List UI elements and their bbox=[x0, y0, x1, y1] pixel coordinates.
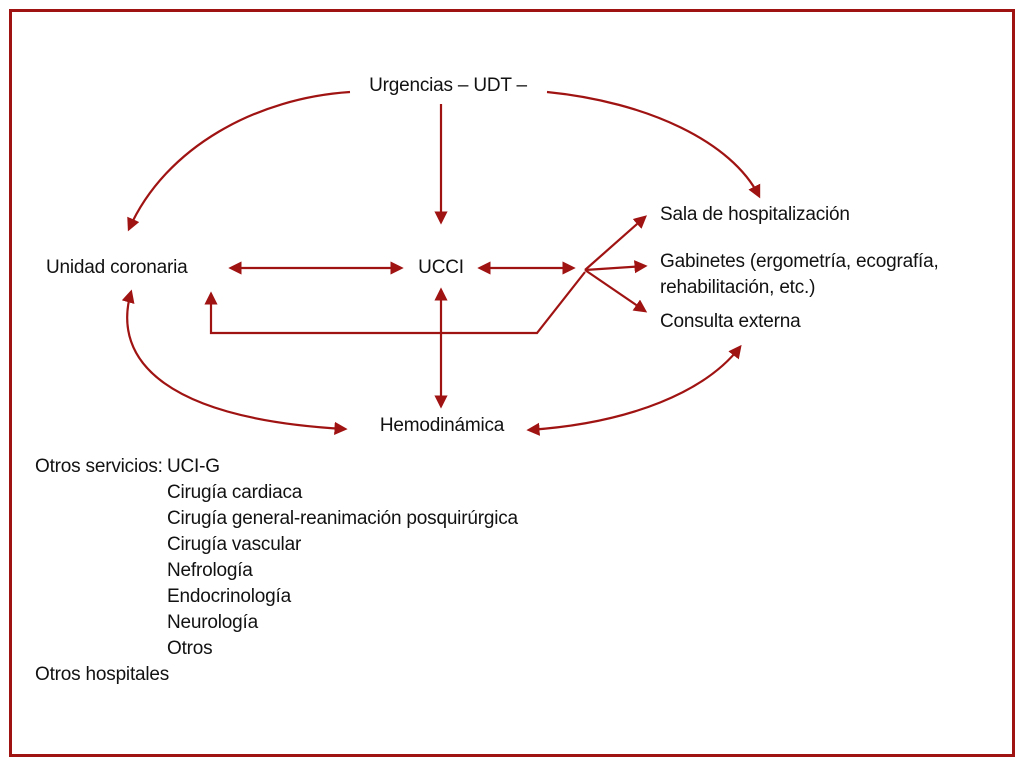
arrow-unidad-coronaria-hemodinamica-curve bbox=[121, 289, 348, 435]
arrow-hemodinamica-consulta-curve bbox=[526, 344, 742, 436]
service-item: Otros bbox=[167, 638, 213, 659]
service-item: Nefrología bbox=[167, 560, 253, 581]
service-item: Cirugía cardiaca bbox=[167, 482, 303, 503]
node-gabinetes-line1: Gabinetes (ergometría, ecografía, bbox=[660, 251, 939, 272]
arrow-urgencias-to-sala bbox=[546, 90, 761, 199]
arrow-junction-to-unidad-coronaria-elbow bbox=[204, 271, 586, 335]
service-item: Endocrinología bbox=[167, 586, 291, 607]
node-gabinetes: Gabinetes (ergometría, ecografía, rehabi… bbox=[660, 249, 939, 301]
node-hemodinamica: Hemodinámica bbox=[379, 415, 505, 436]
service-item: UCI-G bbox=[167, 456, 220, 477]
other-services-heading: Otros servicios: bbox=[35, 456, 163, 477]
other-services-list: Otros servicios:UCI-G Cirugía cardiaca C… bbox=[35, 454, 518, 688]
service-item: Cirugía general-reanimación posquirúrgic… bbox=[167, 508, 518, 529]
node-consulta-externa: Consulta externa bbox=[660, 311, 801, 332]
service-item: Cirugía vascular bbox=[167, 534, 302, 555]
node-unidad-coronaria: Unidad coronaria bbox=[46, 257, 188, 278]
node-ucci: UCCI bbox=[418, 257, 464, 278]
arrow-junction-to-consulta bbox=[584, 269, 648, 313]
arrow-junction-to-gabinetes bbox=[584, 260, 648, 274]
arrow-urgencias-to-unidad-coronaria bbox=[127, 90, 351, 232]
service-line: Otros servicios:UCI-G bbox=[35, 454, 518, 480]
node-urgencias: Urgencias – UDT – bbox=[369, 75, 527, 96]
arrow-junction-to-sala bbox=[584, 215, 647, 271]
node-sala-hospitalizacion: Sala de hospitalización bbox=[660, 204, 850, 225]
otros-hospitales-label: Otros hospitales bbox=[35, 664, 170, 685]
node-gabinetes-line2: rehabilitación, etc.) bbox=[660, 277, 816, 298]
service-item: Neurología bbox=[167, 612, 258, 633]
